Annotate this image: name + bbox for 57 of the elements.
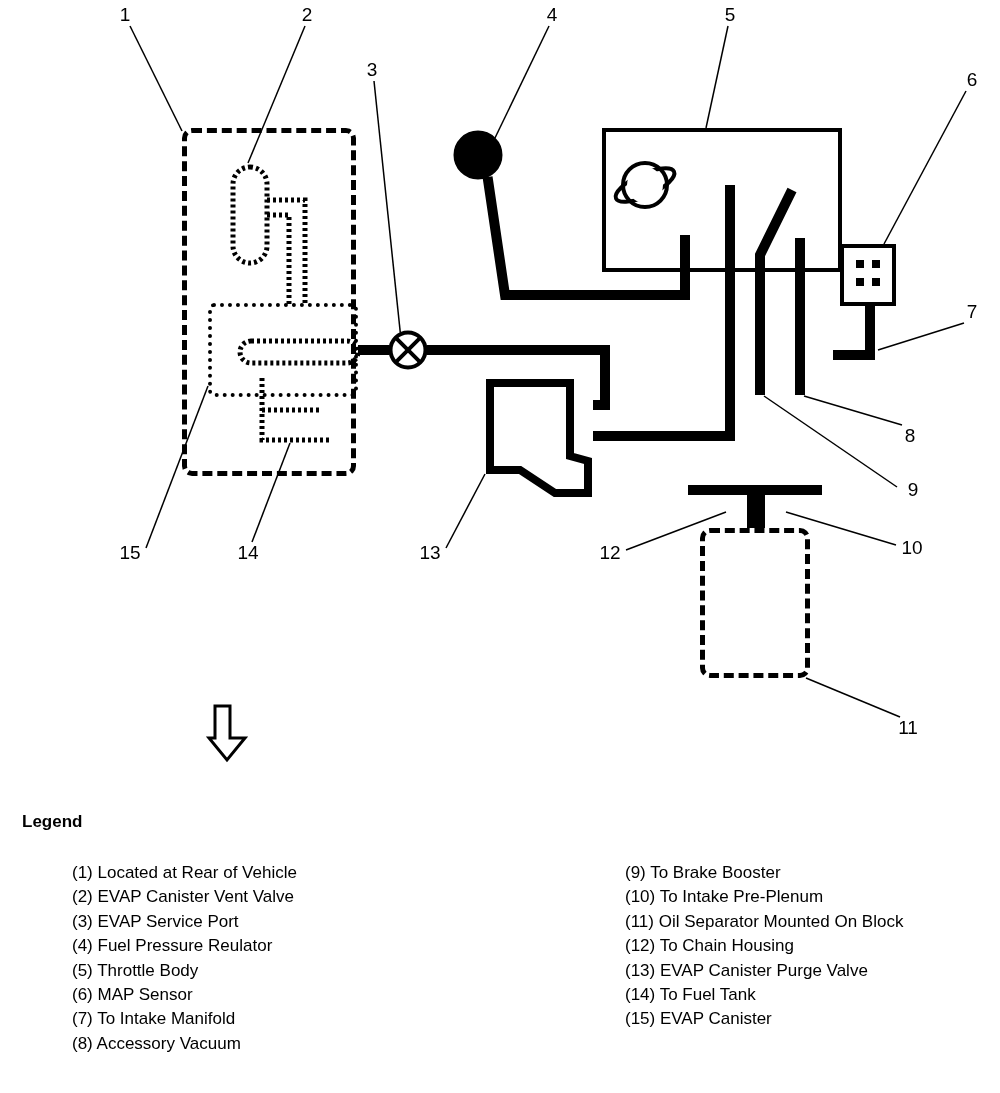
callout-number: 10 bbox=[896, 537, 928, 559]
legend-entry: (7) To Intake Manifold bbox=[72, 1009, 236, 1030]
callout-number: 13 bbox=[414, 542, 446, 564]
callout-number: 12 bbox=[594, 542, 626, 564]
leader-line bbox=[785, 511, 897, 546]
leader-line bbox=[705, 25, 729, 129]
legend-entry: (13) EVAP Canister Purge Valve bbox=[625, 960, 868, 981]
leader-line bbox=[763, 395, 898, 488]
leader-line bbox=[145, 385, 209, 549]
legend-entry: (4) Fuel Pressure Reulator bbox=[72, 936, 273, 957]
leader-line bbox=[129, 25, 183, 132]
vacuum-hose bbox=[427, 345, 610, 410]
callout-number: 8 bbox=[894, 425, 926, 447]
leader-line bbox=[251, 442, 291, 543]
legend-entry: (15) EVAP Canister bbox=[625, 1009, 772, 1030]
callout-number: 7 bbox=[956, 301, 988, 323]
callout-number: 15 bbox=[114, 542, 146, 564]
callout-number: 6 bbox=[956, 69, 988, 91]
legend-entry: (12) To Chain Housing bbox=[625, 936, 794, 957]
oil-separator-outline bbox=[700, 528, 810, 678]
callout-number: 2 bbox=[291, 4, 323, 26]
legend-entry: (1) Located at Rear of Vehicle bbox=[72, 863, 297, 883]
map-sensor-box bbox=[840, 244, 896, 306]
leader-line bbox=[805, 677, 901, 718]
canister-outline bbox=[208, 303, 358, 397]
purge-valve-symbol bbox=[485, 378, 593, 498]
leader-line bbox=[803, 395, 903, 426]
legend-entry: (2) EVAP Canister Vent Valve bbox=[72, 887, 295, 908]
callout-number: 4 bbox=[536, 4, 568, 26]
callout-number: 1 bbox=[109, 4, 141, 26]
service-port-symbol bbox=[388, 330, 428, 370]
legend-entry: (8) Accessory Vacuum bbox=[72, 1033, 241, 1054]
leader-line bbox=[625, 511, 727, 551]
legend-entry: (14) To Fuel Tank bbox=[625, 985, 756, 1005]
callout-number: 11 bbox=[892, 717, 924, 739]
legend-entry: (6) MAP Sensor bbox=[72, 985, 193, 1005]
callout-number: 3 bbox=[356, 59, 388, 81]
vacuum-hose bbox=[358, 345, 389, 355]
callout-number: 5 bbox=[714, 4, 746, 26]
leader-line bbox=[883, 90, 967, 245]
legend-entry: (5) Throttle Body bbox=[72, 960, 199, 981]
callout-number: 9 bbox=[897, 479, 929, 501]
legend-entry: (9) To Brake Booster bbox=[625, 863, 781, 883]
leader-line bbox=[373, 80, 402, 334]
leader-line bbox=[877, 322, 965, 351]
vacuum-hose bbox=[482, 176, 690, 300]
callout-number: 14 bbox=[232, 542, 264, 564]
leader-line bbox=[445, 473, 486, 549]
legend-entry: (11) Oil Separator Mounted On Block bbox=[625, 911, 904, 932]
legend-heading: Legend bbox=[22, 812, 83, 832]
vacuum-hose bbox=[593, 272, 735, 441]
leader-line bbox=[247, 25, 306, 164]
legend-entry: (10) To Intake Pre-Plenum bbox=[625, 887, 824, 908]
regulator-ball bbox=[453, 130, 503, 180]
leader-line bbox=[494, 25, 550, 139]
legend-entry: (3) EVAP Service Port bbox=[72, 911, 239, 932]
throttle-body-box bbox=[602, 128, 842, 272]
